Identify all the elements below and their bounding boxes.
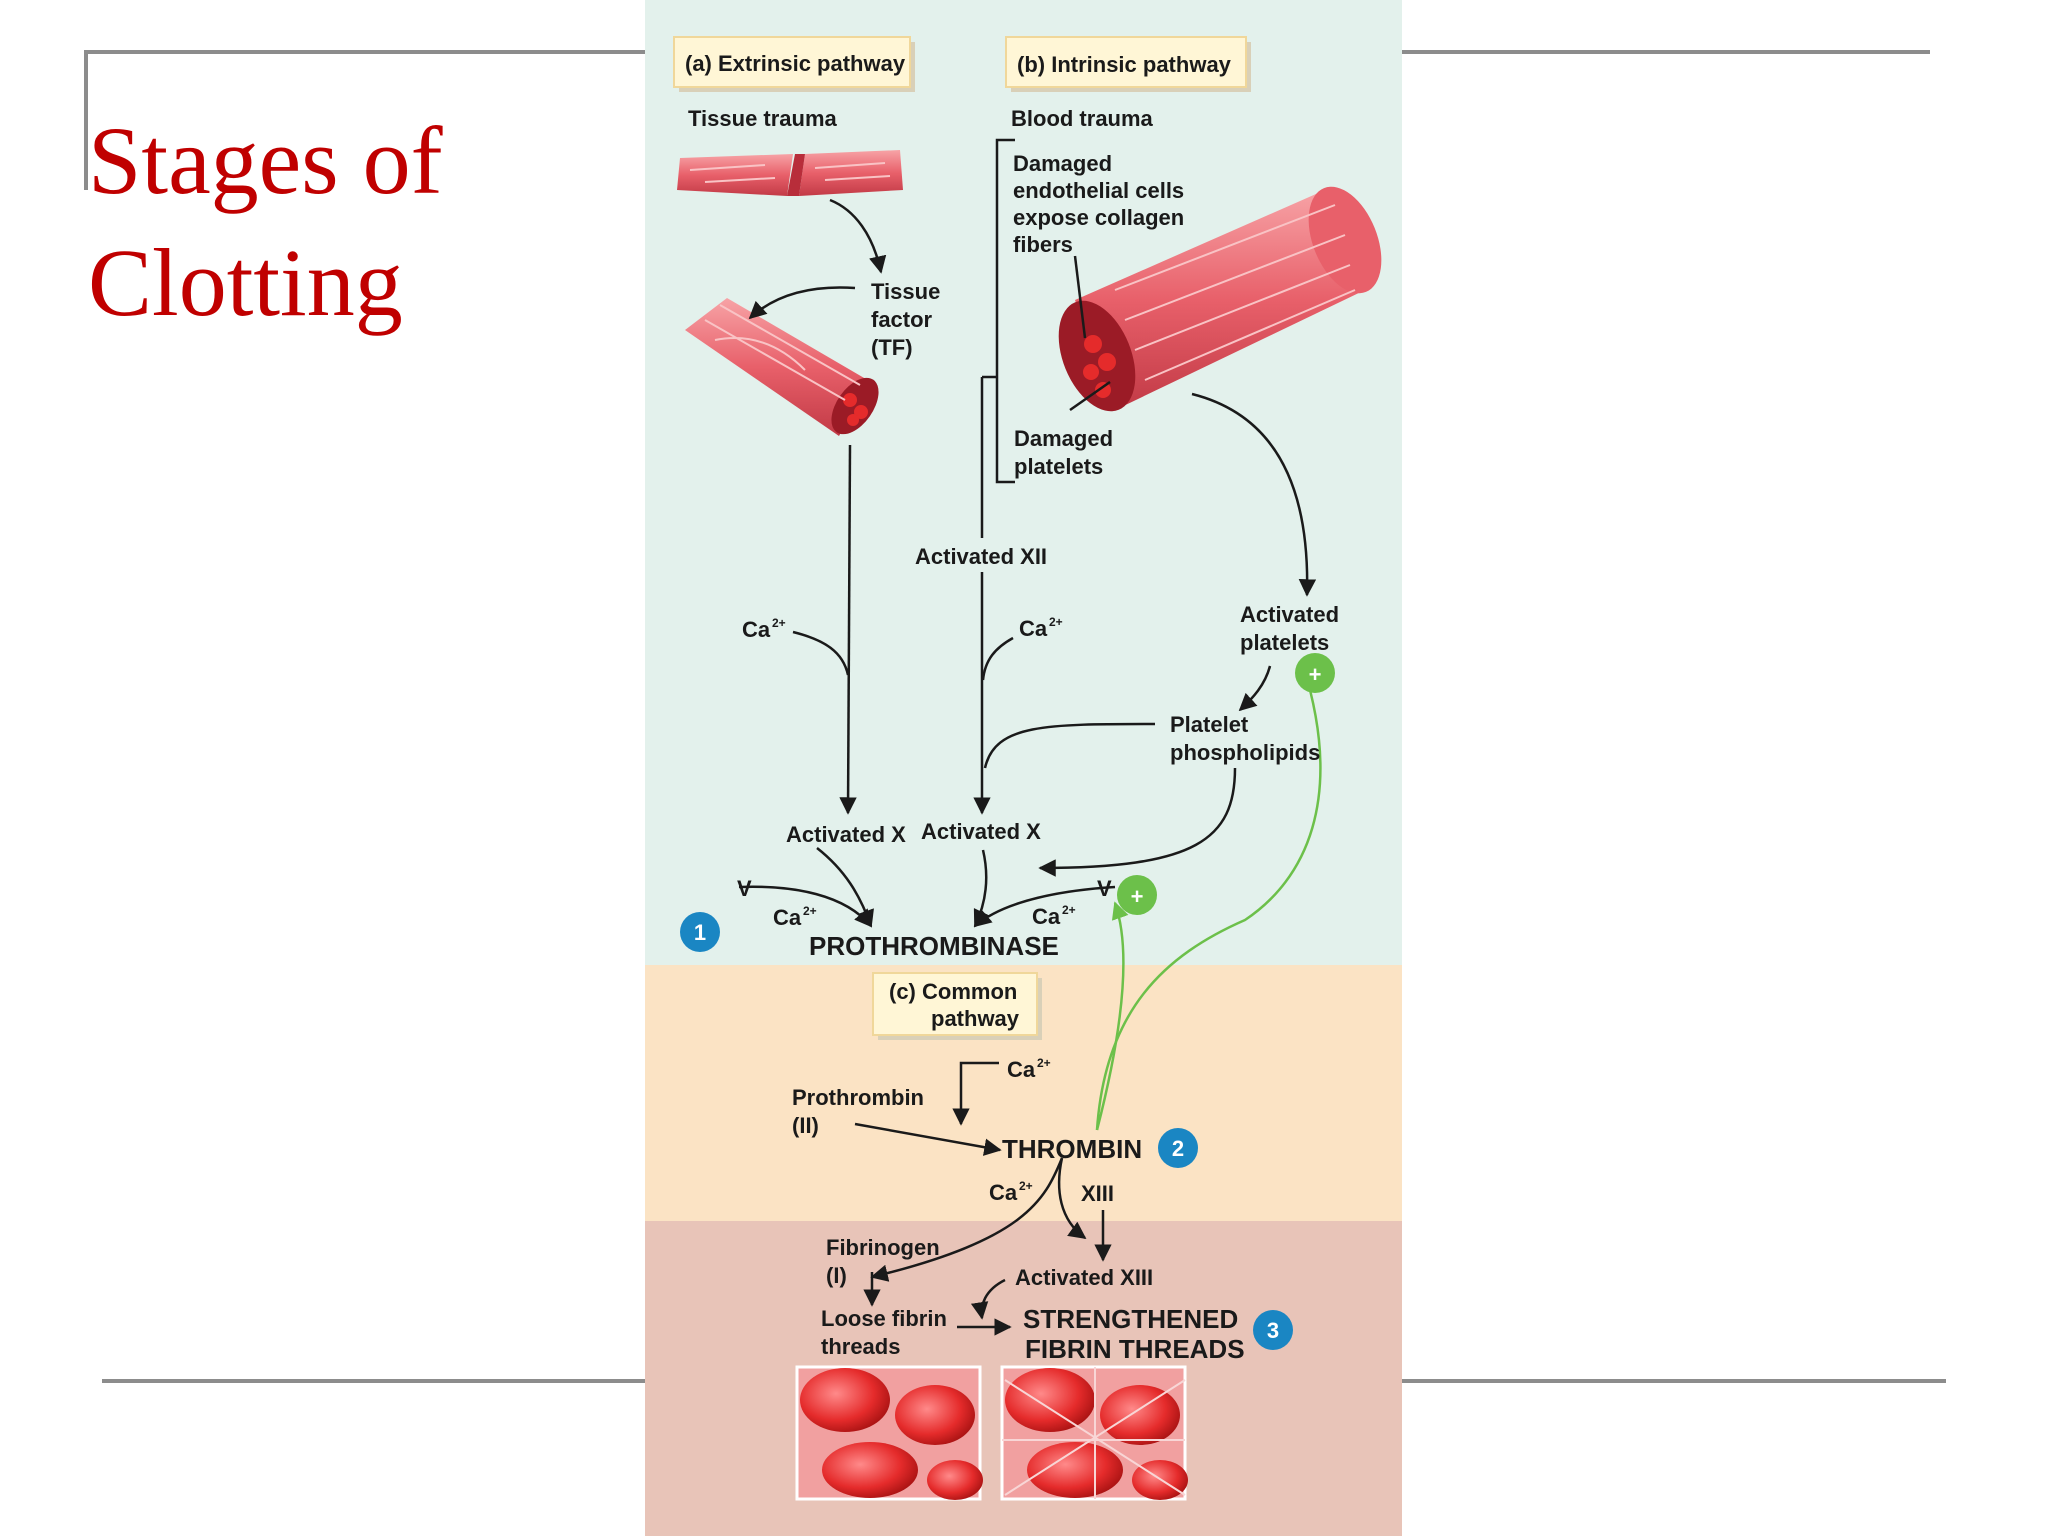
- damaged-endothelial-line: expose collagen: [1013, 205, 1184, 230]
- platelet-phospholipids-line: phospholipids: [1170, 740, 1320, 765]
- step-number: 2: [1172, 1136, 1184, 1161]
- activated-platelets-line: Activated: [1240, 602, 1339, 627]
- tissue-factor-line: factor: [871, 307, 933, 332]
- slide-title: Stages of Clotting: [88, 100, 443, 344]
- activated-xii-label: Activated XII: [915, 544, 1047, 569]
- calcium-text: Ca: [1007, 1057, 1036, 1082]
- strengthened-fibrin-line: STRENGTHENED: [1023, 1304, 1238, 1334]
- prothrombinase-label: PROTHROMBINASE: [809, 931, 1059, 961]
- torn-vessel-illustration: [677, 150, 903, 196]
- calcium-label-prothrombinase-right: Ca 2+: [1032, 903, 1076, 929]
- calcium-text: Ca: [1032, 904, 1061, 929]
- top-rule-right: [1402, 50, 1930, 54]
- step-badge-3: 3: [1253, 1310, 1293, 1350]
- tissue-trauma-label: Tissue trauma: [688, 106, 838, 131]
- calcium-superscript: 2+: [772, 616, 786, 630]
- platelet-phospholipids-label: Platelet phospholipids: [1170, 712, 1320, 765]
- left-vertical-rule: [84, 50, 88, 190]
- bottom-rule-right: [1402, 1379, 1946, 1383]
- plus-badge-v: +: [1117, 875, 1157, 915]
- damaged-endothelial-line: Damaged: [1013, 151, 1112, 176]
- factor-v-left-label: V: [737, 876, 752, 901]
- damaged-vessel-illustration: [1058, 186, 1382, 412]
- activated-platelets-line: platelets: [1240, 630, 1329, 655]
- prothrombin-label: Prothrombin (II): [792, 1085, 924, 1138]
- common-header-box: (c) Common pathway: [872, 972, 1042, 1040]
- calcium-text: Ca: [742, 617, 771, 642]
- intrinsic-header-box: (b) Intrinsic pathway: [1005, 36, 1251, 92]
- calcium-text: Ca: [773, 905, 802, 930]
- top-rule-left: [84, 50, 646, 54]
- step-number: 1: [694, 920, 706, 945]
- factor-v-right-label: V: [1097, 876, 1112, 901]
- plus-sign: +: [1131, 884, 1144, 909]
- loose-fibrin-image: [795, 1365, 983, 1501]
- calcium-superscript: 2+: [1062, 903, 1076, 917]
- positive-feedback-arrows: [1095, 663, 1322, 1131]
- calcium-label-prothrombinase-left: Ca 2+: [773, 904, 817, 930]
- loose-fibrin-line: Loose fibrin: [821, 1306, 947, 1331]
- extrinsic-header-box: (a) Extrinsic pathway: [673, 36, 915, 92]
- tissue-factor-label: Tissue factor (TF): [871, 279, 940, 360]
- bottom-rule-left: [102, 1379, 646, 1383]
- prothrombin-line: Prothrombin: [792, 1085, 924, 1110]
- intrinsic-header: (b) Intrinsic pathway: [1017, 52, 1232, 77]
- fibrinogen-line: Fibrinogen: [826, 1235, 940, 1260]
- extrinsic-header: (a) Extrinsic pathway: [685, 51, 906, 76]
- calcium-superscript: 2+: [1019, 1179, 1033, 1193]
- common-header-line-1: (c) Common: [889, 979, 1017, 1004]
- activated-x-extrinsic-label: Activated X: [786, 822, 906, 847]
- damaged-endothelial-label: Damaged endothelial cells expose collage…: [1013, 151, 1184, 257]
- calcium-text: Ca: [989, 1180, 1018, 1205]
- strengthened-fibrin-line: FIBRIN THREADS: [1025, 1334, 1245, 1364]
- clotting-pathway-diagram: (a) Extrinsic pathway (b) Intrinsic path…: [645, 0, 1402, 1536]
- slide-title-line-1: Stages of: [88, 107, 443, 214]
- calcium-text: Ca: [1019, 616, 1048, 641]
- loose-fibrin-label: Loose fibrin threads: [821, 1306, 947, 1359]
- damaged-platelets-label: Damaged platelets: [1014, 426, 1113, 479]
- tissue-factor-line: (TF): [871, 335, 913, 360]
- calcium-label-thrombin: Ca 2+: [989, 1179, 1033, 1205]
- step-badge-1: 1: [680, 912, 720, 952]
- activated-xiii-label: Activated XIII: [1015, 1265, 1153, 1290]
- damaged-platelets-line: Damaged: [1014, 426, 1113, 451]
- activated-platelets-label: Activated platelets: [1240, 602, 1339, 655]
- damaged-platelets-line: platelets: [1014, 454, 1103, 479]
- calcium-superscript: 2+: [803, 904, 817, 918]
- plus-sign: +: [1309, 662, 1322, 687]
- strengthened-fibrin-label: STRENGTHENED FIBRIN THREADS: [1023, 1304, 1245, 1364]
- cut-vessel-illustration: [685, 298, 879, 436]
- fibrinogen-label: Fibrinogen (I): [826, 1235, 940, 1288]
- common-header-line-2: pathway: [931, 1006, 1020, 1031]
- damaged-endothelial-line: endothelial cells: [1013, 178, 1184, 203]
- blood-trauma-label: Blood trauma: [1011, 106, 1154, 131]
- strengthened-fibrin-image: [1000, 1365, 1188, 1501]
- loose-fibrin-line: threads: [821, 1334, 900, 1359]
- calcium-superscript: 2+: [1037, 1056, 1051, 1070]
- plus-badge-platelets: +: [1295, 653, 1335, 693]
- fibrinogen-line: (I): [826, 1263, 847, 1288]
- xiii-label: XIII: [1081, 1181, 1114, 1206]
- calcium-label-intrinsic: Ca 2+: [1019, 615, 1063, 641]
- tissue-factor-line: Tissue: [871, 279, 940, 304]
- damaged-endothelial-line: fibers: [1013, 232, 1073, 257]
- thrombin-label: THROMBIN: [1002, 1134, 1142, 1164]
- prothrombin-line: (II): [792, 1113, 819, 1138]
- calcium-label-common: Ca 2+: [1007, 1056, 1051, 1082]
- step-badge-2: 2: [1158, 1128, 1198, 1168]
- pathway-arrows: [738, 138, 1317, 1336]
- step-number: 3: [1267, 1318, 1279, 1343]
- platelet-phospholipids-line: Platelet: [1170, 712, 1249, 737]
- calcium-superscript: 2+: [1049, 615, 1063, 629]
- activated-x-intrinsic-label: Activated X: [921, 819, 1041, 844]
- slide-title-line-2: Clotting: [88, 229, 403, 336]
- calcium-label-extrinsic: Ca 2+: [742, 616, 786, 642]
